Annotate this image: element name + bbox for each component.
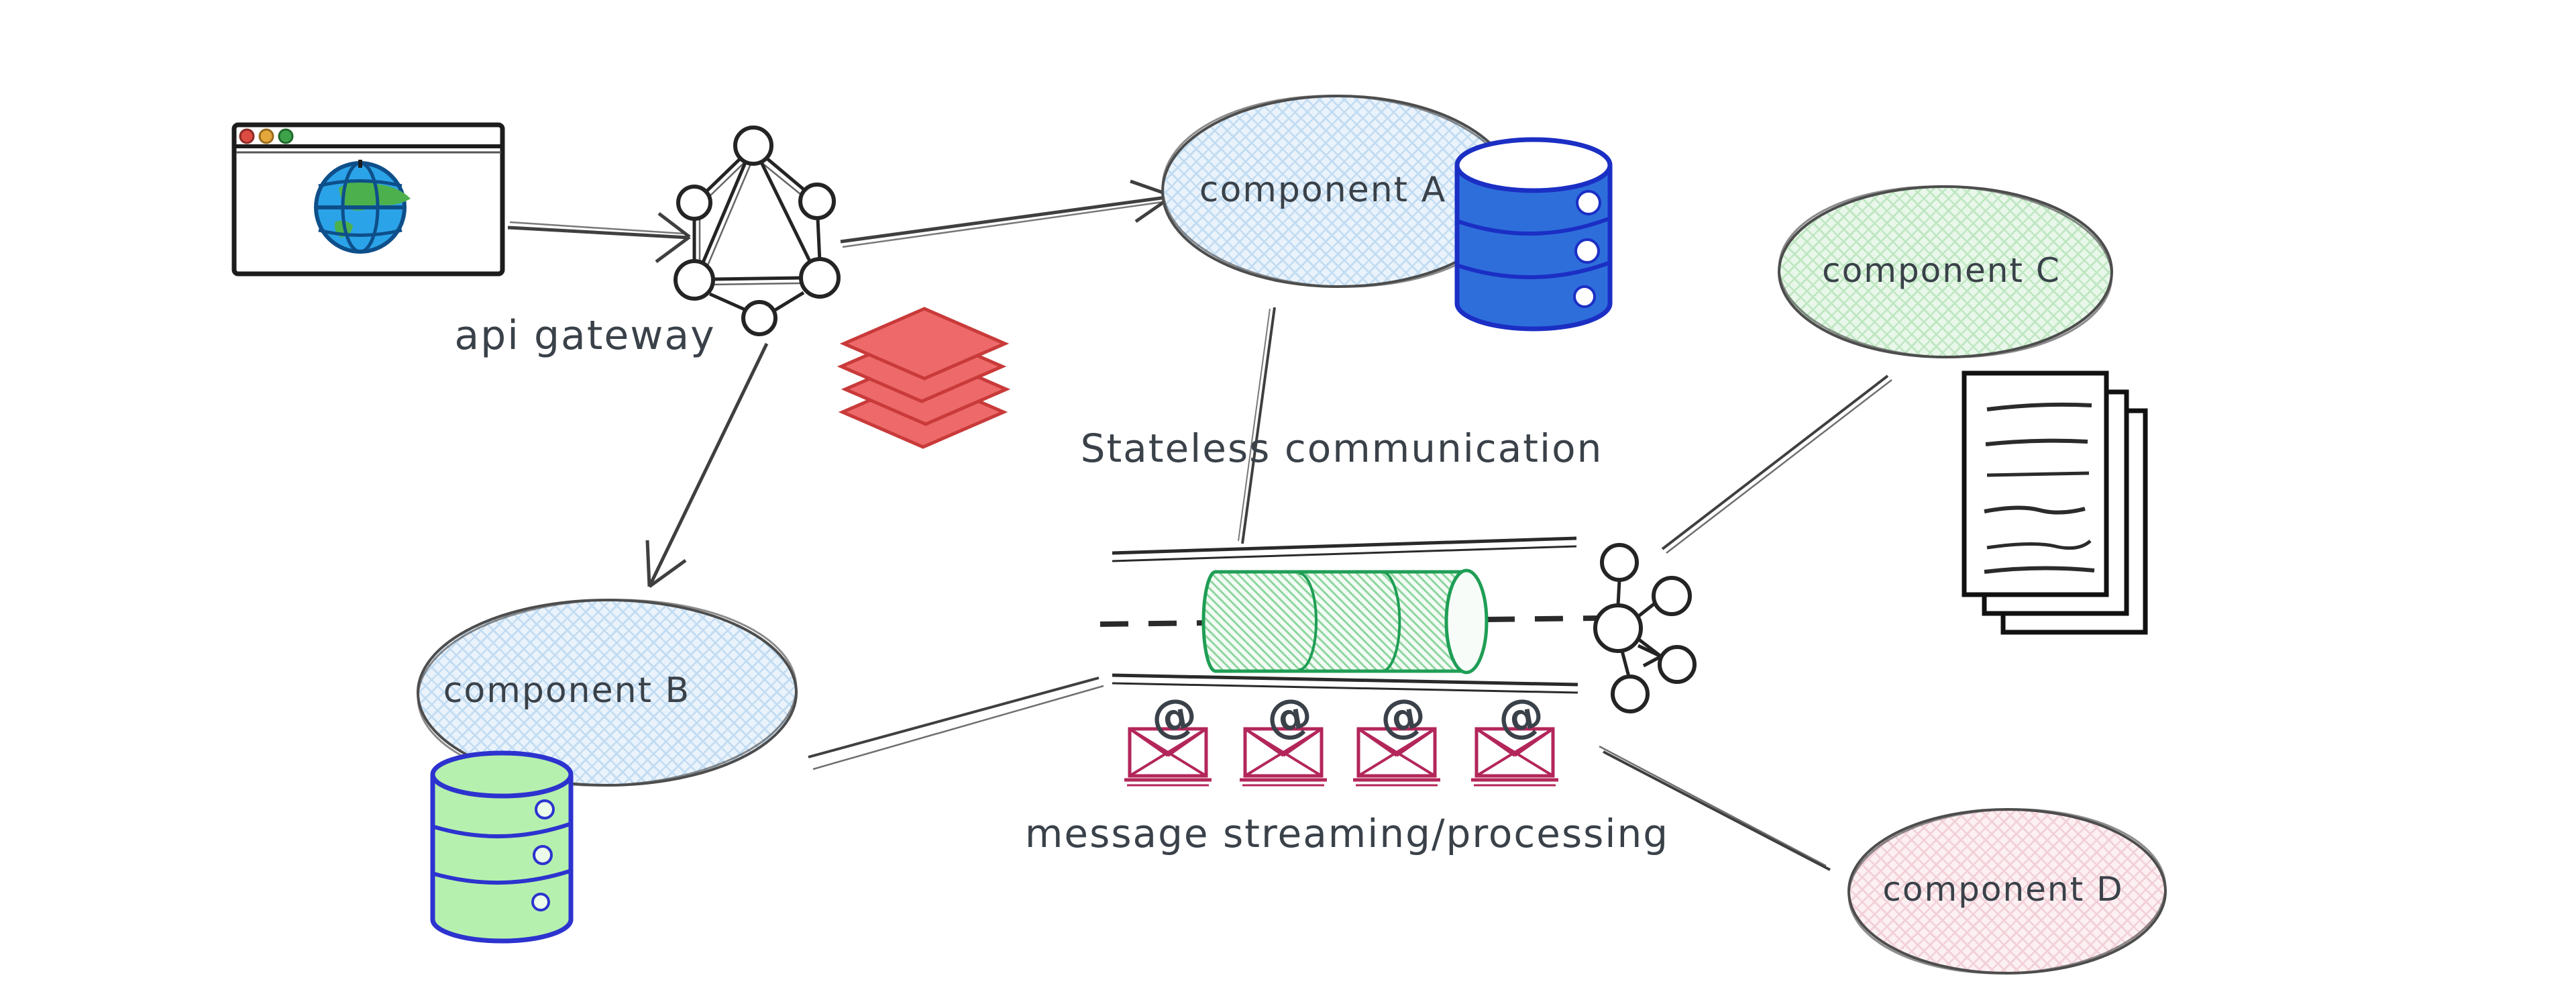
connector-browser-gateway [507, 212, 691, 264]
envelope-at-icon: @ [1471, 687, 1558, 787]
graph-node [674, 259, 715, 301]
spoke-node [1600, 543, 1639, 582]
layers-stack-icon [837, 307, 1011, 449]
component-d-label: component D [1882, 870, 2123, 909]
spoke-node [1658, 645, 1697, 684]
graph-node [799, 257, 841, 299]
hub-spoke-icon [1593, 543, 1697, 713]
spoke-node [1652, 576, 1692, 616]
traffic-light-green-icon [278, 128, 294, 144]
graph-node [733, 126, 773, 166]
arrowhead-icon [655, 212, 691, 264]
component-c-label: component C [1822, 251, 2061, 290]
graph-node [741, 300, 777, 336]
component-d-node: component D [1847, 808, 2167, 975]
documents-icon [1962, 370, 2148, 635]
browser-window-icon [231, 122, 505, 277]
traffic-light-red-icon [239, 128, 255, 144]
arrowhead-icon [1637, 644, 1662, 668]
component-b-label: component B [443, 670, 690, 711]
spoke-node [1611, 675, 1650, 713]
at-glyph: @ [1263, 687, 1317, 747]
traffic-light-yellow-icon [258, 128, 274, 144]
connector-hub-component-c [1661, 375, 1892, 554]
envelope-at-icon: @ [1240, 687, 1327, 787]
graph-node [798, 183, 836, 220]
globe-icon [314, 160, 411, 254]
component-b-node: component B [417, 599, 798, 787]
component-c-node: component C [1778, 185, 2113, 358]
component-a-label: component A [1199, 170, 1446, 210]
stateless-communication-label: Stateless communication [1081, 426, 1603, 471]
database-icon-blue [1454, 137, 1613, 332]
connector-gateway-component-b [645, 342, 769, 589]
message-cylinder-icon [1201, 568, 1489, 675]
at-glyph: @ [1147, 687, 1201, 747]
envelope-at-icon: @ [1124, 687, 1212, 787]
connector-hub-component-d [1599, 745, 1831, 871]
connector-component-a-pipe [1238, 307, 1276, 544]
api-gateway-label: api gateway [454, 312, 715, 359]
envelope-row: @ @ @ @ [1124, 687, 1558, 787]
message-streaming-label: message streaming/processing [1025, 811, 1669, 856]
at-glyph: @ [1376, 687, 1430, 747]
database-icon-green [430, 750, 574, 944]
envelope-at-icon: @ [1353, 687, 1440, 787]
connector-gateway-component-a [840, 179, 1174, 248]
at-glyph: @ [1494, 687, 1548, 747]
arrowhead-icon [645, 540, 687, 589]
hub-node [1593, 603, 1643, 653]
network-graph-icon [674, 126, 841, 336]
document-text-lines [1984, 402, 2095, 574]
graph-node [676, 185, 712, 221]
connector-component-b-pipe [808, 677, 1104, 770]
